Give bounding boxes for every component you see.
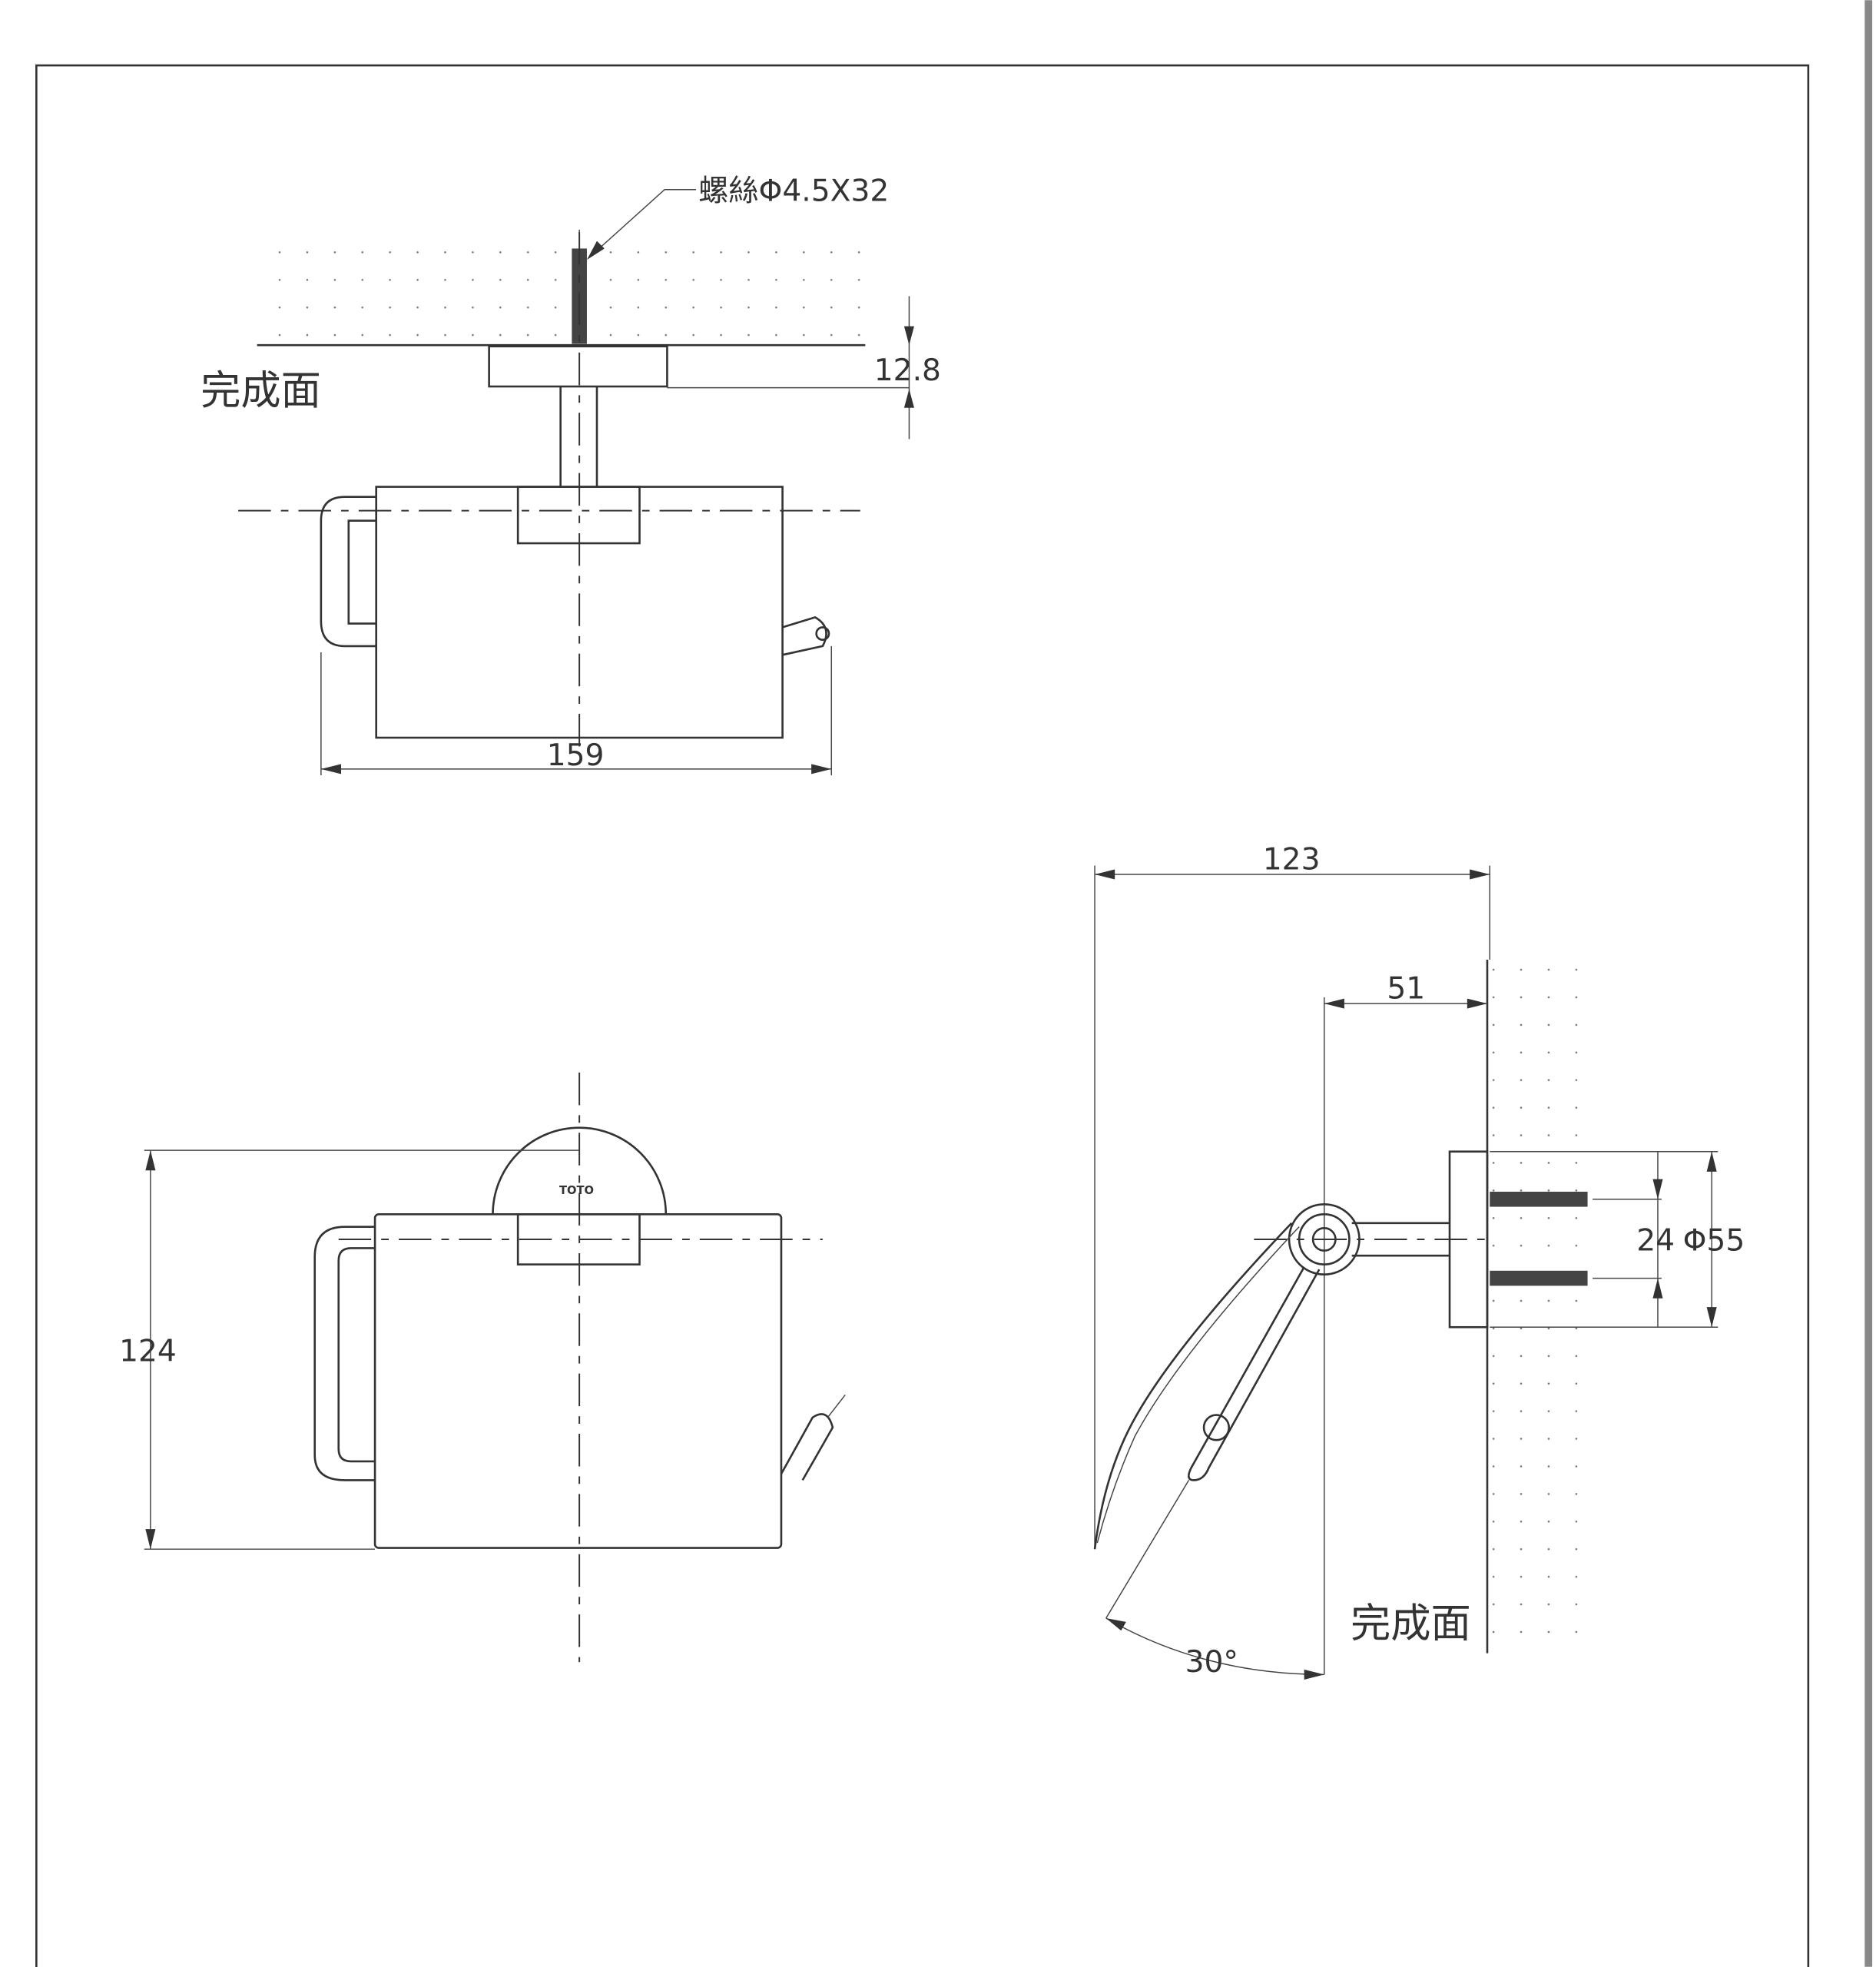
wall-hatch: [1490, 966, 1596, 1650]
dim-screw-spacing: 24: [1636, 1224, 1675, 1259]
dim-center: 51: [1387, 972, 1425, 1007]
handle: [313, 1226, 376, 1481]
spindle: [782, 615, 827, 656]
front-view: TOTO 124: [119, 1072, 846, 1663]
spindle: [780, 1413, 834, 1481]
dim-width: 159: [547, 738, 605, 773]
top-view: 螺絲Φ4.5X32 完成面 12.8 159: [201, 174, 941, 776]
cover-flap: [1093, 1222, 1293, 1550]
drawing-frame: [35, 64, 1810, 1967]
screw-icon: [1490, 1191, 1588, 1207]
flange: [488, 345, 668, 388]
angle-label: 30°: [1185, 1645, 1238, 1680]
dim-flange: 12.8: [874, 353, 941, 388]
logo-text: TOTO: [559, 1184, 594, 1197]
dim-flange-dia: Φ55: [1683, 1224, 1745, 1259]
surface-label: 完成面: [201, 368, 321, 414]
side-view: 123 51 24 Φ55: [1093, 842, 1745, 1680]
rosette: [492, 1126, 668, 1215]
handle: [320, 496, 376, 648]
screw-icon: [1490, 1270, 1588, 1286]
wall-hatch: [257, 244, 866, 343]
surface-label: 完成面: [1351, 1600, 1471, 1647]
dim-depth: 123: [1263, 842, 1321, 877]
screw-label: 螺絲Φ4.5X32: [698, 174, 889, 208]
screw-leader: [588, 188, 696, 258]
dim-height: 124: [119, 1334, 177, 1368]
spindle-arm: [1188, 1266, 1321, 1481]
